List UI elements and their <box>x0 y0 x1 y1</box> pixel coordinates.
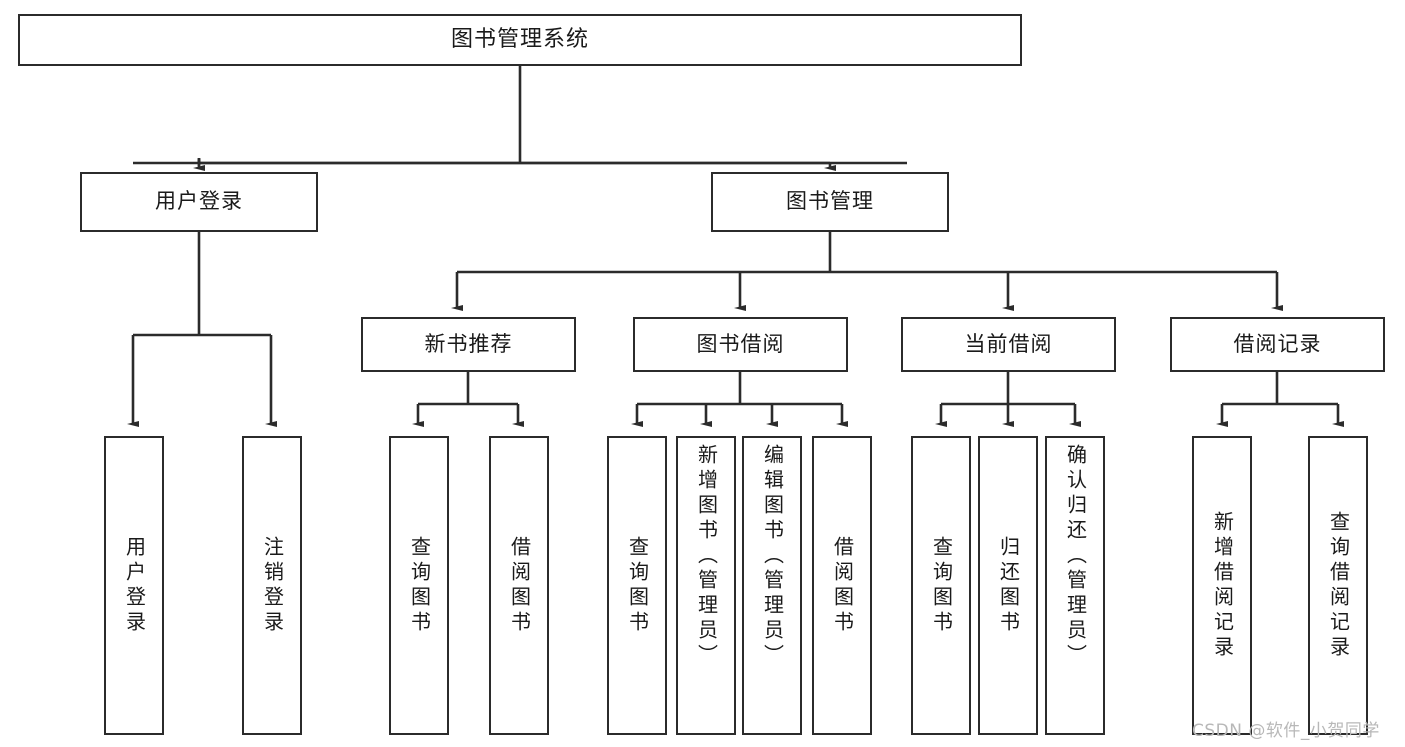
leaf-current-query-book[interactable]: 查询图书 <box>911 436 971 735</box>
node-label: 归还图书 <box>996 535 1021 636</box>
node-label: 用户登录 <box>122 535 147 636</box>
leaf-user-login[interactable]: 用户登录 <box>104 436 164 735</box>
leaf-borrow-add-book-admin[interactable]: 新增图书（管理员） <box>676 436 736 735</box>
node-label: 图书管理系统 <box>450 26 589 52</box>
node-label: 新增借阅记录 <box>1210 510 1235 661</box>
node-label: 当前借阅 <box>964 331 1053 356</box>
node-label: 图书管理 <box>786 189 874 214</box>
node-label: 查询借阅记录 <box>1326 510 1351 661</box>
leaf-logout[interactable]: 注销登录 <box>242 436 302 735</box>
node-user-login[interactable]: 用户登录 <box>80 172 318 232</box>
leaf-record-add-record[interactable]: 新增借阅记录 <box>1192 436 1252 735</box>
node-label: 借阅记录 <box>1233 331 1322 356</box>
leaf-borrow-borrow-book[interactable]: 借阅图书 <box>812 436 872 735</box>
node-label: 确认归还（管理员） <box>1063 444 1088 669</box>
node-label: 查询图书 <box>407 535 432 636</box>
node-label: 编辑图书（管理员） <box>760 444 785 669</box>
node-label: 查询图书 <box>929 535 954 636</box>
node-borrow-records[interactable]: 借阅记录 <box>1170 317 1385 372</box>
node-label: 新增图书（管理员） <box>694 444 719 669</box>
node-label: 借阅图书 <box>830 535 855 636</box>
leaf-borrow-edit-book-admin[interactable]: 编辑图书（管理员） <box>742 436 802 735</box>
node-book-management[interactable]: 图书管理 <box>711 172 949 232</box>
node-label: 新书推荐 <box>424 331 513 356</box>
node-label: 图书借阅 <box>696 331 785 356</box>
node-current-borrowing[interactable]: 当前借阅 <box>901 317 1116 372</box>
leaf-new-rec-query-book[interactable]: 查询图书 <box>389 436 449 735</box>
csdn-watermark: CSDN @软件_小贺同学 <box>1192 721 1380 741</box>
node-root-book-management-system[interactable]: 图书管理系统 <box>18 14 1022 66</box>
leaf-current-return-book[interactable]: 归还图书 <box>978 436 1038 735</box>
node-label: 查询图书 <box>625 535 650 636</box>
node-book-borrowing[interactable]: 图书借阅 <box>633 317 848 372</box>
leaf-borrow-query-book[interactable]: 查询图书 <box>607 436 667 735</box>
leaf-record-query-record[interactable]: 查询借阅记录 <box>1308 436 1368 735</box>
node-new-book-recommendation[interactable]: 新书推荐 <box>361 317 576 372</box>
node-label: 用户登录 <box>155 189 243 214</box>
node-label: 借阅图书 <box>507 535 532 636</box>
leaf-new-rec-borrow-book[interactable]: 借阅图书 <box>489 436 549 735</box>
leaf-current-confirm-return-admin[interactable]: 确认归还（管理员） <box>1045 436 1105 735</box>
node-label: 注销登录 <box>260 535 285 636</box>
